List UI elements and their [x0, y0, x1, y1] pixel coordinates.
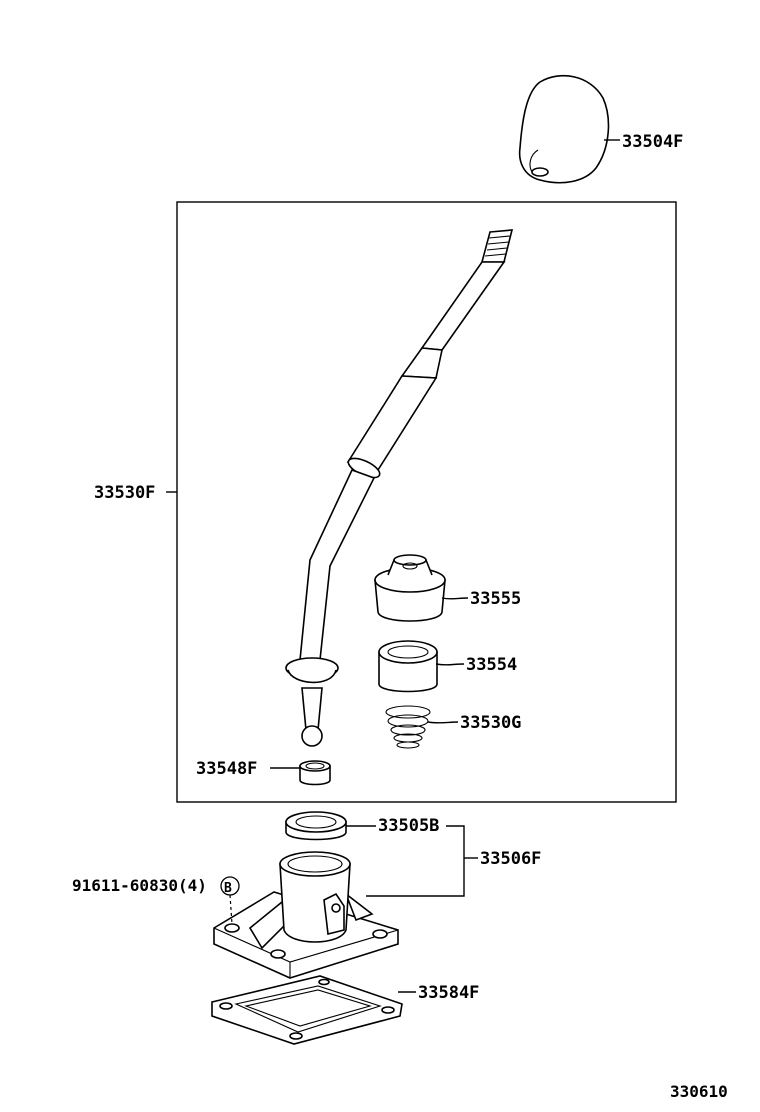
label-housing: 33506F — [480, 849, 541, 869]
shift-knob — [518, 74, 610, 184]
retainer-ring — [285, 811, 347, 841]
label-spring: 33530G — [460, 713, 521, 733]
bushing — [378, 640, 438, 693]
shift-housing — [213, 851, 399, 979]
label-bushing: 33554 — [466, 655, 517, 675]
gasket — [211, 975, 403, 1045]
label-knob: 33504F — [622, 132, 683, 152]
label-bolt: 91611-60830(4) — [72, 876, 207, 895]
spring — [385, 705, 431, 749]
label-boot: 33555 — [470, 589, 521, 609]
label-seat: 33548F — [196, 759, 257, 779]
bolt-marker-letter: B — [224, 881, 232, 896]
figure-code: 330610 — [670, 1082, 728, 1101]
seat — [299, 760, 331, 786]
label-gasket: 33584F — [418, 983, 479, 1003]
assembly-frame — [176, 201, 677, 803]
label-lever-assembly: 33530F — [94, 483, 155, 503]
shift-lever — [285, 229, 514, 747]
label-retainer: 33505B — [378, 816, 439, 836]
dust-boot — [374, 554, 446, 622]
